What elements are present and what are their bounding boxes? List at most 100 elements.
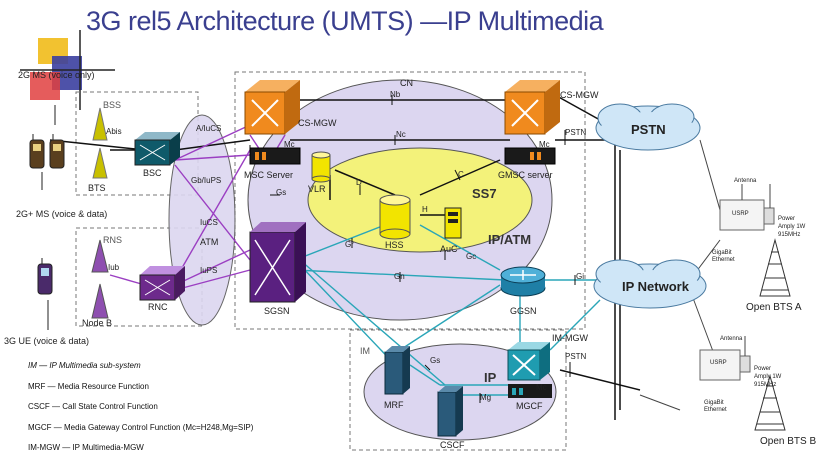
region-ip-atm-label: IP/ATM: [488, 232, 532, 247]
bsc-icon: [134, 132, 180, 166]
im-mgw-label: IM-MGW: [552, 333, 588, 343]
bts-antenna-icon-2: [92, 147, 108, 179]
legend-item-cscf: CSCF — Call State Control Function: [28, 402, 158, 411]
im-mgw-icon: [507, 342, 550, 381]
page-title: 3G rel5 Architecture (UMTS) —IP Multimed…: [86, 6, 604, 36]
bts-b-usrp-label: USRP: [710, 360, 727, 366]
cscf-icon: [437, 386, 463, 437]
open-bts-b-device: [699, 336, 786, 431]
region-cn-label: CN: [400, 78, 413, 88]
hss-label: HSS: [385, 240, 404, 250]
d-label: D: [356, 178, 362, 187]
nodeb-antenna-icon-1: [91, 239, 109, 273]
bts-label: BTS: [88, 183, 106, 193]
cs-mgw-left-label: CS-MGW: [298, 118, 337, 128]
rnc-label: RNC: [148, 302, 168, 312]
a-iucs-label: A/IuCS: [196, 124, 222, 133]
legend-item-im: IM — IP Multimedia sub-system: [28, 361, 141, 370]
vlr-icon: [311, 151, 331, 183]
ms2g-label: 2G MS (voice only): [18, 70, 95, 80]
sgsn-icon: [249, 222, 306, 303]
nc-label: Nc: [396, 130, 406, 139]
region-bss-label: BSS: [103, 100, 122, 110]
open-bts-b-label: Open BTS B: [760, 436, 817, 447]
bts-b-ethernet-label: Ethernet: [704, 407, 727, 413]
mc-right-label: Mc: [539, 140, 550, 149]
ms2gplus-label: 2G+ MS (voice & data): [16, 209, 108, 219]
open-bts-a-label: Open BTS A: [746, 302, 802, 313]
atm-ellipse: [168, 114, 236, 326]
region-rns-label: RNS: [103, 235, 123, 245]
phone-3g: [37, 258, 53, 295]
nodeb-label: Node B: [82, 318, 113, 328]
legend-item-mgcf: MGCF — Media Gateway Control Function (M…: [28, 422, 254, 432]
region-atm-label: ATM: [200, 237, 219, 247]
phone-2gplus-left: [29, 134, 45, 169]
nb-label: Nb: [390, 90, 401, 99]
bts-a-usrp-label: USRP: [732, 211, 749, 217]
mrf-icon: [384, 346, 410, 395]
bts-b-amply-label: Amply 1W: [754, 374, 782, 380]
mrf-label: MRF: [384, 400, 404, 410]
pstn-cloud-label: PSTN: [631, 122, 666, 137]
c-label: C: [458, 170, 464, 179]
region-ss7-label: SS7: [472, 186, 497, 201]
iub-label: Iub: [108, 263, 120, 272]
bts-b-antenna-label: Antenna: [720, 336, 743, 342]
bts-b-freq-label: 915MHz: [754, 382, 777, 388]
ggsn-label: GGSN: [510, 306, 537, 316]
h-label: H: [422, 205, 428, 214]
im-region: [349, 329, 567, 451]
bts-a-amply-label: Amply 1W: [778, 224, 806, 230]
ip-network-cloud: [593, 259, 707, 309]
mg-label: Mg: [480, 393, 492, 402]
legend-item-im-mgw: IM-MGW — IP Multimedia-MGW: [28, 443, 144, 452]
bts-antenna-icon-1: [92, 107, 108, 141]
ss7-ellipse: [307, 147, 533, 253]
gi-label: Gi: [576, 272, 584, 281]
bts-a-antenna-label: Antenna: [734, 178, 757, 184]
gs-top-label: Gs: [276, 188, 287, 197]
msc-server-label: MSC Server: [244, 170, 294, 180]
phone-2gplus-right: [49, 134, 65, 169]
gs-im-label: Gs: [430, 356, 441, 365]
gc-label: Gc: [466, 252, 477, 261]
msc-server-icon: [249, 147, 301, 165]
auc-label: AuC: [440, 244, 458, 254]
legend-item-mrf: MRF — Media Resource Function: [28, 381, 149, 391]
bts-a-power-label: Power: [778, 216, 796, 222]
mgcf-icon: [508, 384, 552, 398]
iups-label: IuPS: [200, 266, 218, 275]
legend: IM — IP Multimedia sub-system MRF — Medi…: [28, 356, 253, 459]
rnc-icon: [139, 266, 185, 301]
gr-label: Gr: [345, 240, 354, 249]
cs-mgw-right-icon: [504, 80, 560, 135]
iucs-label: IuCS: [200, 218, 218, 227]
mgcf-label: MGCF: [516, 401, 543, 411]
mc-im-label: Mc: [536, 383, 547, 392]
pstn-cloud: [595, 103, 701, 151]
bts-a-gigabit-label: GigaBit: [712, 250, 732, 256]
flag-red: [30, 72, 60, 100]
cn-region: [234, 71, 586, 330]
bsc-label: BSC: [143, 168, 162, 178]
cs-mgw-right-label: CS-MGW: [560, 90, 599, 100]
mc-left-label: Mc: [284, 140, 295, 149]
auc-icon: [444, 207, 462, 239]
ggsn-icon: [500, 266, 546, 297]
region-ip-label: IP: [484, 370, 497, 385]
bts-b-gigabit-label: GigaBit: [704, 400, 724, 406]
vlr-label: VLR: [308, 184, 326, 194]
ip-network-label: IP Network: [622, 279, 689, 294]
sgsn-label: SGSN: [264, 306, 290, 316]
abis-label: Abis: [106, 127, 122, 136]
gmsc-server-icon: [504, 147, 556, 165]
bts-a-ethernet-label: Ethernet: [712, 257, 735, 263]
pstn-link-bottom-label: PSTN: [565, 352, 587, 361]
cscf-label: CSCF: [440, 440, 465, 450]
ue3g-label: 3G UE (voice & data): [4, 336, 90, 346]
open-bts-a-device: [719, 184, 791, 297]
region-im-label: IM: [360, 346, 370, 356]
cs-mgw-left-icon: [244, 80, 300, 135]
hss-icon: [379, 194, 411, 240]
